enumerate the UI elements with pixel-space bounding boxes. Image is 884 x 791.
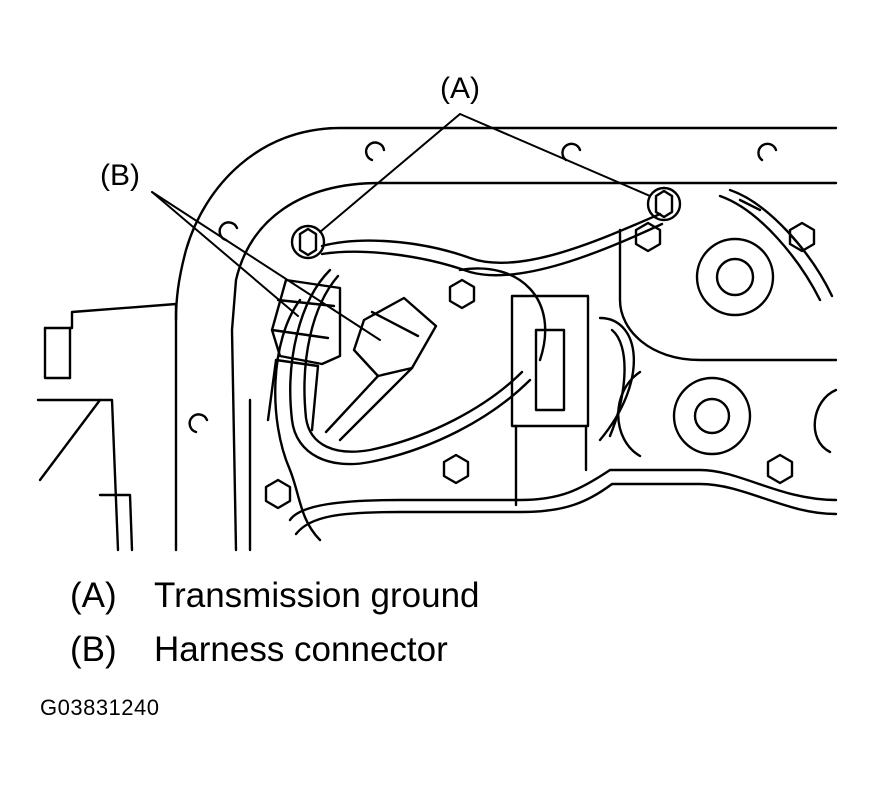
legend-text: Transmission ground	[154, 576, 480, 615]
leader-lines	[151, 113, 651, 341]
left-housing	[36, 302, 178, 552]
figure-id: G03831240	[40, 695, 160, 720]
callout-b-label: (B)	[100, 159, 140, 192]
solenoids	[617, 228, 838, 458]
center-body	[510, 294, 590, 507]
wire-harness	[289, 188, 834, 466]
transmission-case	[174, 126, 838, 552]
legend-item-harness-connector: (B) Harness connector	[70, 632, 448, 667]
hex-bolts	[264, 221, 816, 510]
transmission-wiring-illustration	[36, 113, 838, 552]
legend-key: (B)	[70, 630, 117, 669]
legend-key: (A)	[70, 576, 117, 615]
harness-connectors	[266, 278, 438, 442]
legend-text: Harness connector	[154, 630, 448, 669]
ground-terminals	[290, 186, 682, 260]
legend-item-transmission-ground: (A) Transmission ground	[70, 578, 480, 613]
bolt-holes	[188, 141, 778, 434]
callout-a-label: (A)	[440, 72, 480, 105]
